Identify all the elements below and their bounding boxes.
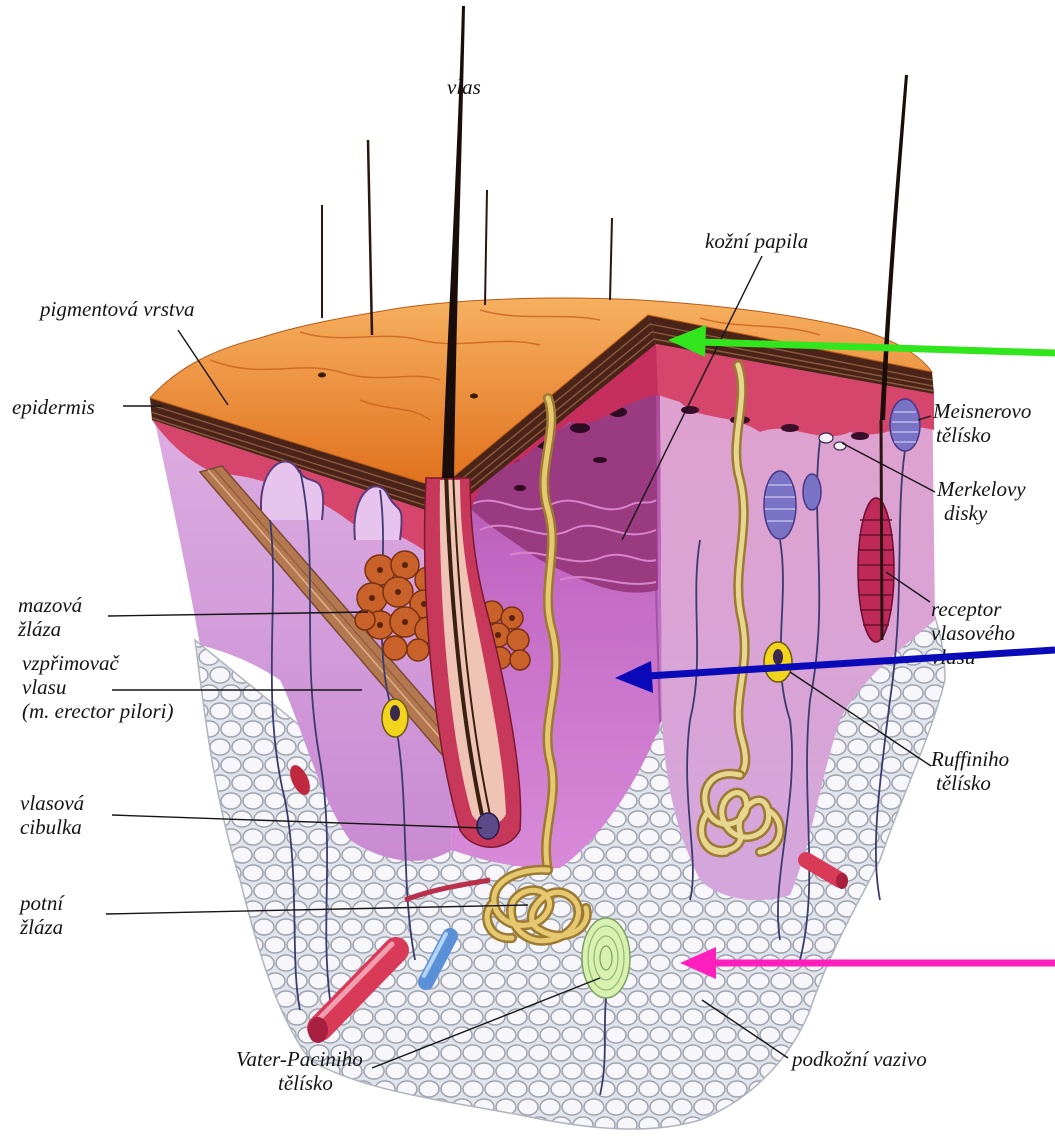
ruffini-corpuscle: [764, 642, 792, 682]
label-pigment-layer: pigmentová vrstva: [38, 297, 195, 321]
ruffini-corpuscle: [382, 699, 408, 737]
label-sebaceous-line1: mazová: [18, 593, 83, 617]
label-sweat-gland-line1: potní: [18, 891, 65, 915]
hair-pore: [318, 373, 326, 378]
meissner-corpuscle: [890, 399, 920, 451]
label-arrector-pili-line3: (m. erector pilori): [22, 699, 173, 723]
label-meissner-line2: tělísko: [936, 423, 991, 447]
label-dermal-papilla: kožní papila: [705, 229, 808, 253]
label-pacinian-line2: tělísko: [278, 1071, 333, 1095]
pacinian-corpuscle: [582, 918, 630, 998]
label-merkel-line1: Merkelovy: [936, 477, 1026, 501]
label-ruffini-line1: Ruffiniho: [930, 747, 1009, 771]
meissner-corpuscle: [764, 471, 796, 539]
label-pacinian-line1: Vater-Paciniho: [236, 1047, 363, 1071]
hair-bulb: [477, 813, 499, 839]
small-hair: [368, 140, 372, 335]
hair-right-root: [881, 420, 882, 640]
label-merkel-line2: disky: [944, 501, 988, 525]
meissner-corpuscle: [803, 474, 821, 510]
small-hair: [485, 190, 487, 305]
hair-receptor: [858, 498, 894, 642]
label-hair-bulb-line1: vlasová: [20, 791, 85, 815]
label-sweat-gland-line2: žláza: [19, 915, 63, 939]
label-hair-receptor-line2: vlasového: [931, 621, 1015, 645]
label-ruffini-line2: tělísko: [936, 771, 991, 795]
label-subcutaneous: podkožní vazivo: [790, 1047, 927, 1071]
label-arrector-pili-line1: vzpřimovač: [22, 651, 120, 675]
label-hair-bulb-line2: cibulka: [20, 815, 82, 839]
small-hair: [610, 218, 612, 300]
label-meissner-line1: Meisnerovo: [932, 399, 1031, 423]
hair-pore: [470, 394, 478, 399]
label-hair-receptor-line1: receptor: [931, 597, 1002, 621]
label-epidermis: epidermis: [12, 395, 95, 419]
label-sebaceous-line2: žláza: [17, 617, 61, 641]
label-arrector-pili-line2: vlasu: [22, 675, 66, 699]
label-hair: vlas: [447, 75, 481, 99]
